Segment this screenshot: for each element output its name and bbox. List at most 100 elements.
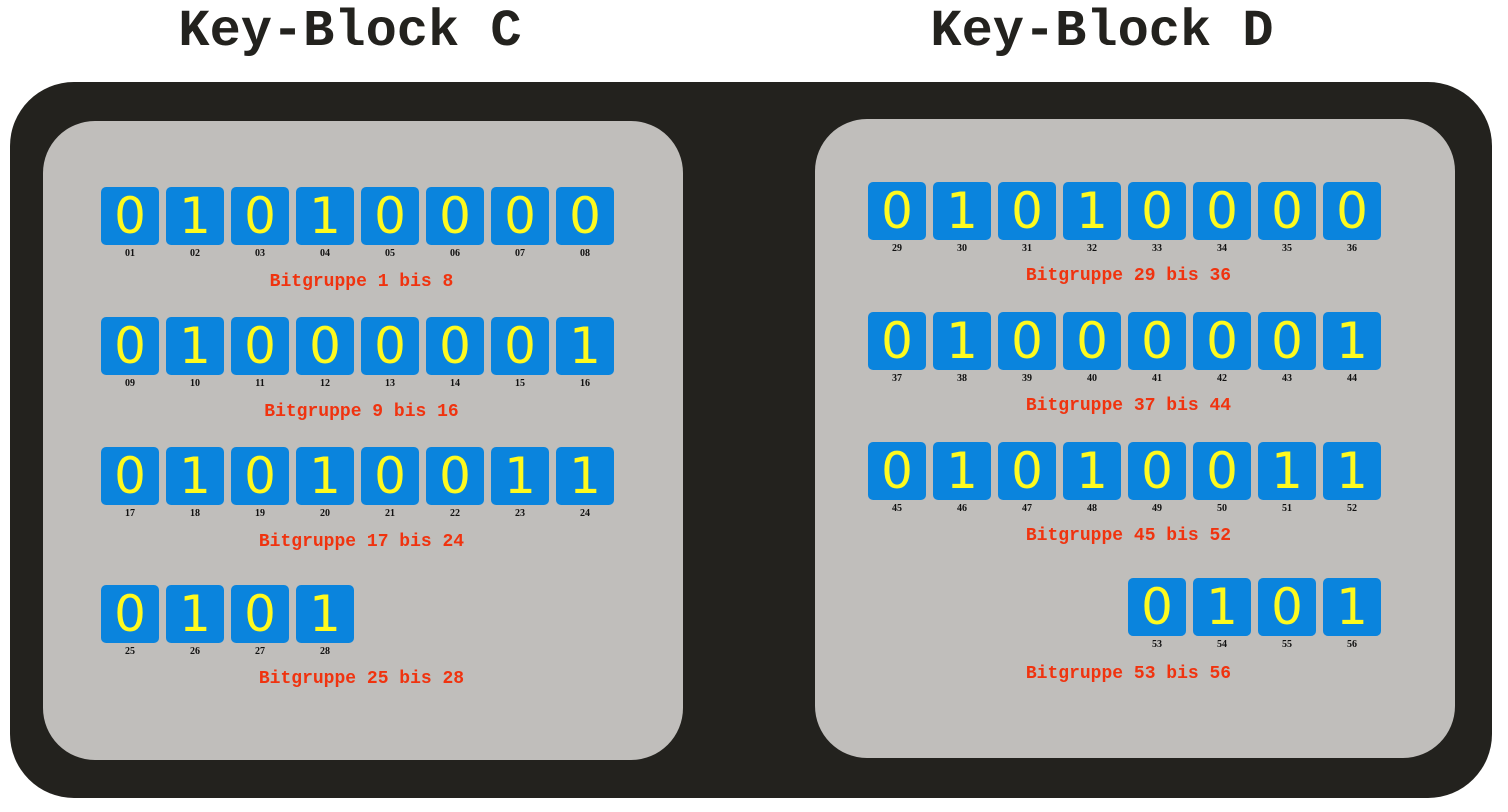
bit-cell: 0 [231,447,289,505]
bit-index: 27 [255,646,265,657]
bit-index: 33 [1152,243,1162,254]
bit-cell: 1 [166,187,224,245]
bit-index: 19 [255,508,265,519]
bit-group-caption: Bitgruppe 45 bis 52 [1025,526,1232,546]
bit-cell: 0 [1128,182,1186,240]
bit-index: 49 [1152,503,1162,514]
bit-group-caption: Bitgruppe 25 bis 28 [258,669,465,689]
bit-cell: 0 [231,585,289,643]
bit-cell: 0 [998,182,1056,240]
bit-index: 46 [957,503,967,514]
bit-index: 10 [190,378,200,389]
bit-cell: 0 [1258,578,1316,636]
bit-cell: 0 [1258,312,1316,370]
bit-index: 11 [255,378,265,389]
bit-cell: 1 [933,182,991,240]
bit-index: 30 [957,243,967,254]
bit-cell: 0 [868,182,926,240]
bit-cell: 0 [1193,182,1251,240]
bit-cell: 0 [1128,442,1186,500]
bit-index: 47 [1022,503,1032,514]
bit-cell: 0 [998,442,1056,500]
bit-cell: 0 [296,317,354,375]
bit-index: 44 [1347,373,1357,384]
bit-cell: 1 [1323,578,1381,636]
bit-group-caption: Bitgruppe 29 bis 36 [1025,266,1232,286]
bit-index: 45 [892,503,902,514]
bit-index: 07 [515,248,525,259]
bit-cell: 0 [1258,182,1316,240]
bit-cell: 1 [1258,442,1316,500]
bit-index: 32 [1087,243,1097,254]
bit-index: 06 [450,248,460,259]
bit-index: 53 [1152,639,1162,650]
bit-cell: 0 [361,187,419,245]
bit-index: 18 [190,508,200,519]
bit-cell: 0 [1128,312,1186,370]
bit-index: 41 [1152,373,1162,384]
bit-cell: 0 [231,187,289,245]
bit-cell: 0 [101,447,159,505]
bit-index: 15 [515,378,525,389]
bit-cell: 0 [868,312,926,370]
bit-group-caption: Bitgruppe 9 bis 16 [264,402,459,422]
bit-cell: 1 [1063,442,1121,500]
bit-index: 38 [957,373,967,384]
bit-index: 51 [1282,503,1292,514]
bit-cell: 0 [101,317,159,375]
key-block-c-title: Key-Block C [178,2,522,61]
bit-index: 37 [892,373,902,384]
bit-index: 16 [580,378,590,389]
bit-index: 05 [385,248,395,259]
bit-group-caption: Bitgruppe 17 bis 24 [258,532,465,552]
bit-cell: 0 [998,312,1056,370]
bit-index: 56 [1347,639,1357,650]
key-block-d-title: Key-Block D [930,2,1274,61]
bit-cell: 0 [1063,312,1121,370]
bit-index: 54 [1217,639,1227,650]
bit-cell: 1 [166,585,224,643]
bit-index: 48 [1087,503,1097,514]
bit-index: 13 [385,378,395,389]
bit-group-caption: Bitgruppe 37 bis 44 [1025,396,1232,416]
bit-index: 12 [320,378,330,389]
bit-cell: 0 [426,187,484,245]
bit-index: 29 [892,243,902,254]
bit-index: 35 [1282,243,1292,254]
bit-cell: 1 [933,442,991,500]
bit-cell: 0 [1323,182,1381,240]
bit-index: 20 [320,508,330,519]
bit-index: 22 [450,508,460,519]
bit-cell: 1 [296,585,354,643]
bit-cell: 0 [1193,442,1251,500]
bit-index: 42 [1217,373,1227,384]
bit-index: 02 [190,248,200,259]
bit-group-caption: Bitgruppe 53 bis 56 [1025,664,1232,684]
bit-cell: 0 [361,447,419,505]
bit-index: 04 [320,248,330,259]
bit-index: 21 [385,508,395,519]
bit-index: 40 [1087,373,1097,384]
bit-group-caption: Bitgruppe 1 bis 8 [269,272,454,292]
bit-index: 08 [580,248,590,259]
bit-cell: 1 [1323,442,1381,500]
bit-cell: 0 [231,317,289,375]
bit-cell: 0 [868,442,926,500]
bit-cell: 0 [426,317,484,375]
bit-index: 01 [125,248,135,259]
bit-cell: 0 [556,187,614,245]
bit-cell: 0 [491,187,549,245]
bit-index: 36 [1347,243,1357,254]
bit-cell: 0 [1128,578,1186,636]
bit-cell: 1 [166,317,224,375]
